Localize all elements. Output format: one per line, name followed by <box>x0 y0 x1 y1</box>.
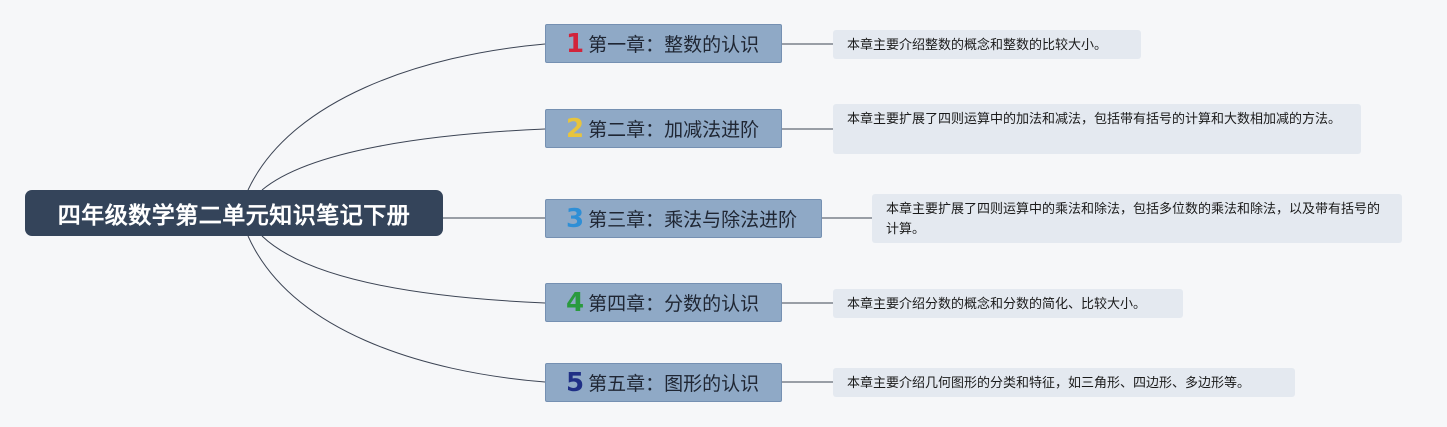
chapter-1-note[interactable]: 本章主要介绍整数的概念和整数的比较大小。 <box>833 30 1141 59</box>
root-topic[interactable]: 四年级数学第二单元知识笔记下册 <box>25 190 443 236</box>
connector-root-chapter-4 <box>261 235 546 304</box>
chapter-1-title: 第一章：整数的认识 <box>588 34 760 56</box>
chapter-1-topic[interactable]: 1 第一章：整数的认识 <box>545 24 782 63</box>
chapter-4-note[interactable]: 本章主要介绍分数的概念和分数的简化、比较大小。 <box>833 289 1183 318</box>
connector-root-chapter-2 <box>261 128 546 191</box>
chapter-2-note[interactable]: 本章主要扩展了四则运算中的加法和减法，包括带有括号的计算和大数相加减的方法。 <box>833 104 1361 154</box>
chapter-3-note[interactable]: 本章主要扩展了四则运算中的乘法和除法，包括多位数的乘法和除法，以及带有括号的计算… <box>872 194 1402 243</box>
chapter-5-number-icon: 5 <box>566 367 585 398</box>
chapter-2-number-icon: 2 <box>566 113 585 144</box>
connector-root-chapter-5 <box>247 235 546 383</box>
chapter-3-title: 第三章：乘法与除法进阶 <box>588 209 798 231</box>
chapter-3-number-icon: 3 <box>566 203 585 234</box>
chapter-5-topic[interactable]: 5 第五章：图形的认识 <box>545 363 782 402</box>
chapter-2-topic[interactable]: 2 第二章：加减法进阶 <box>545 109 782 148</box>
chapter-1-number-icon: 1 <box>566 28 585 59</box>
chapter-5-title: 第五章：图形的认识 <box>588 373 760 395</box>
chapter-3-topic[interactable]: 3 第三章：乘法与除法进阶 <box>545 199 822 238</box>
connector-root-chapter-1 <box>247 43 546 191</box>
chapter-5-note[interactable]: 本章主要介绍几何图形的分类和特征，如三角形、四边形、多边形等。 <box>833 368 1295 397</box>
chapter-4-number-icon: 4 <box>566 287 585 318</box>
chapter-4-title: 第四章：分数的认识 <box>588 293 760 315</box>
chapter-2-title: 第二章：加减法进阶 <box>588 119 760 141</box>
chapter-4-topic[interactable]: 4 第四章：分数的认识 <box>545 283 782 322</box>
